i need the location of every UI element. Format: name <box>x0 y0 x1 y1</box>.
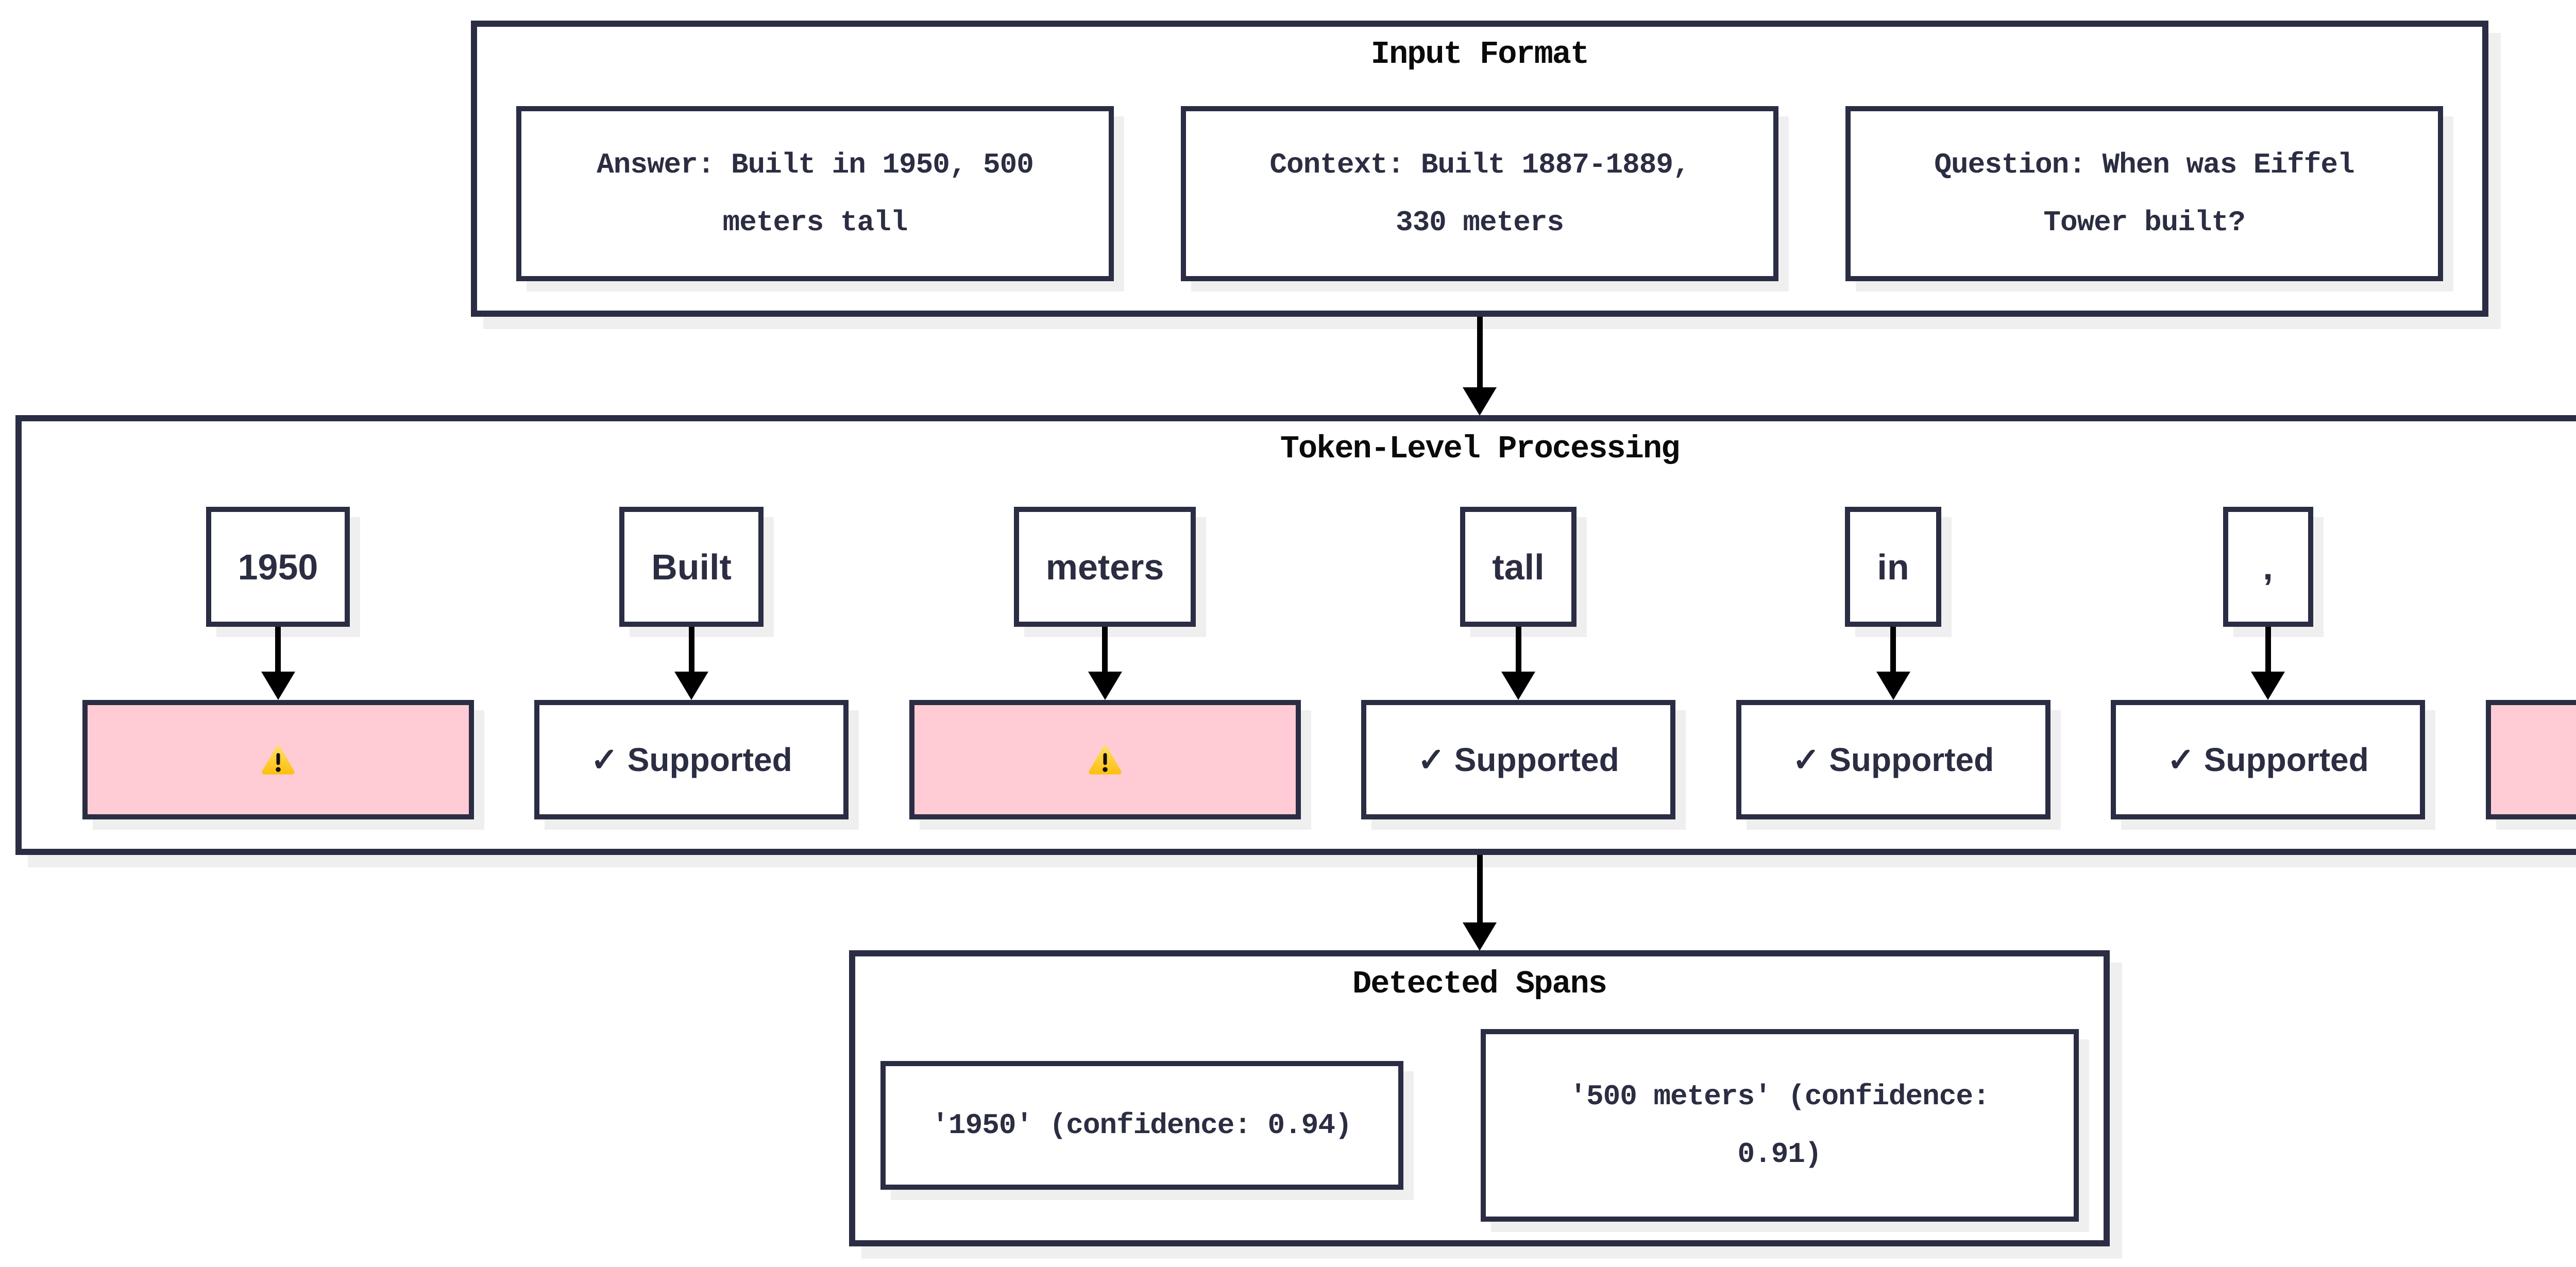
card-line: Context: Built 1887-1889, <box>1269 148 1690 181</box>
detected-spans-panel: Detected Spans '1950' (confidence: 0.94)… <box>849 950 2110 1246</box>
arrow-token-to-detected-icon <box>1463 855 1497 951</box>
status-box <box>2485 700 2576 819</box>
arrow-shaft <box>1515 627 1521 672</box>
status-box: ✓ Supported <box>534 700 849 819</box>
arrow-shaft <box>1477 317 1483 387</box>
token-box: meters <box>1013 507 1196 627</box>
warning-icon <box>261 745 295 775</box>
token-to-status-arrow-icon <box>1876 627 1910 700</box>
token-label: , <box>2263 546 2273 587</box>
arrow-head <box>1501 672 1535 700</box>
arrow-shaft <box>1477 855 1483 922</box>
card-line: 330 meters <box>1395 206 1564 239</box>
token-label: in <box>1877 546 1909 587</box>
token-to-status-arrow-icon <box>1088 627 1122 700</box>
detected-spans-title: Detected Spans <box>1352 966 1607 1002</box>
token-label: meters <box>1045 546 1164 587</box>
arrow-shaft <box>1102 627 1108 672</box>
token-label: Built <box>651 546 732 587</box>
token-to-status-arrow-icon <box>1501 627 1535 700</box>
arrow-shaft <box>1890 627 1896 672</box>
token-column: meters <box>909 507 1301 819</box>
arrow-head <box>1088 672 1122 700</box>
token-box: 1950 <box>206 507 350 627</box>
status-label: ✓ Supported <box>2167 741 2369 778</box>
detected-span-card-1950: '1950' (confidence: 0.94) <box>880 1061 1403 1190</box>
token-to-status-arrow-icon <box>261 627 295 700</box>
card-line: Answer: Built in 1950, 500 <box>597 148 1034 181</box>
arrow-shaft <box>275 627 281 672</box>
input-format-title: Input Format <box>1370 36 1589 73</box>
card-line: meters tall <box>722 206 908 239</box>
card-line: '500 meters' (confidence: <box>1569 1080 1990 1113</box>
card-line: Question: When was Eiffel <box>1934 148 2354 181</box>
token-box: in <box>1845 507 1941 627</box>
status-label: ✓ Supported <box>1417 741 1619 778</box>
token-to-status-arrow-icon <box>674 627 708 700</box>
token-label: tall <box>1492 546 1545 587</box>
token-box: Built <box>619 507 764 627</box>
arrow-head <box>674 672 708 700</box>
token-processing-title: Token-Level Processing <box>1280 431 1681 467</box>
status-box <box>909 700 1301 819</box>
token-column: tall ✓ Supported <box>1361 507 1675 819</box>
card-line: 0.91) <box>1737 1138 1822 1171</box>
arrow-shaft <box>2265 627 2271 672</box>
token-column: 500 <box>2485 507 2576 819</box>
status-label: ✓ Supported <box>1792 741 1994 778</box>
status-box: ✓ Supported <box>1736 700 2050 819</box>
arrow-head <box>261 672 295 700</box>
arrow-shaft <box>688 627 694 672</box>
token-processing-panel: Token-Level Processing 1950 <box>15 415 2576 855</box>
input-card-answer: Answer: Built in 1950, 500 meters tall <box>516 106 1114 281</box>
arrow-head <box>2251 672 2285 700</box>
status-label: ✓ Supported <box>590 741 792 778</box>
input-format-panel: Input Format Answer: Built in 1950, 500 … <box>471 21 2488 317</box>
warning-icon <box>1088 745 1122 775</box>
input-card-context: Context: Built 1887-1889, 330 meters <box>1181 106 1778 281</box>
token-to-status-arrow-icon <box>2251 627 2285 700</box>
token-columns: 1950 Built <box>22 507 2576 819</box>
arrow-input-to-token-icon <box>1463 317 1497 416</box>
detected-span-card-500-meters: '500 meters' (confidence: 0.91) <box>1480 1029 2079 1222</box>
token-column: in ✓ Supported <box>1736 507 2050 819</box>
token-box: tall <box>1460 507 1577 627</box>
input-card-question: Question: When was Eiffel Tower built? <box>1845 106 2443 281</box>
token-column: 1950 <box>82 507 474 819</box>
arrow-head <box>1463 922 1497 951</box>
card-line: Tower built? <box>2043 206 2245 239</box>
arrow-head <box>1876 672 1910 700</box>
detected-spans-row: '1950' (confidence: 0.94) '500 meters' (… <box>855 1029 2104 1222</box>
input-format-row: Answer: Built in 1950, 500 meters tall C… <box>477 106 2482 281</box>
status-box: ✓ Supported <box>2111 700 2425 819</box>
token-column: Built ✓ Supported <box>534 507 849 819</box>
arrow-head <box>1463 387 1497 416</box>
token-label: 1950 <box>238 546 318 587</box>
token-column: , ✓ Supported <box>2111 507 2425 819</box>
token-box: , <box>2223 507 2313 627</box>
card-line: '1950' (confidence: 0.94) <box>931 1109 1352 1142</box>
status-box <box>82 700 474 819</box>
status-box: ✓ Supported <box>1361 700 1675 819</box>
